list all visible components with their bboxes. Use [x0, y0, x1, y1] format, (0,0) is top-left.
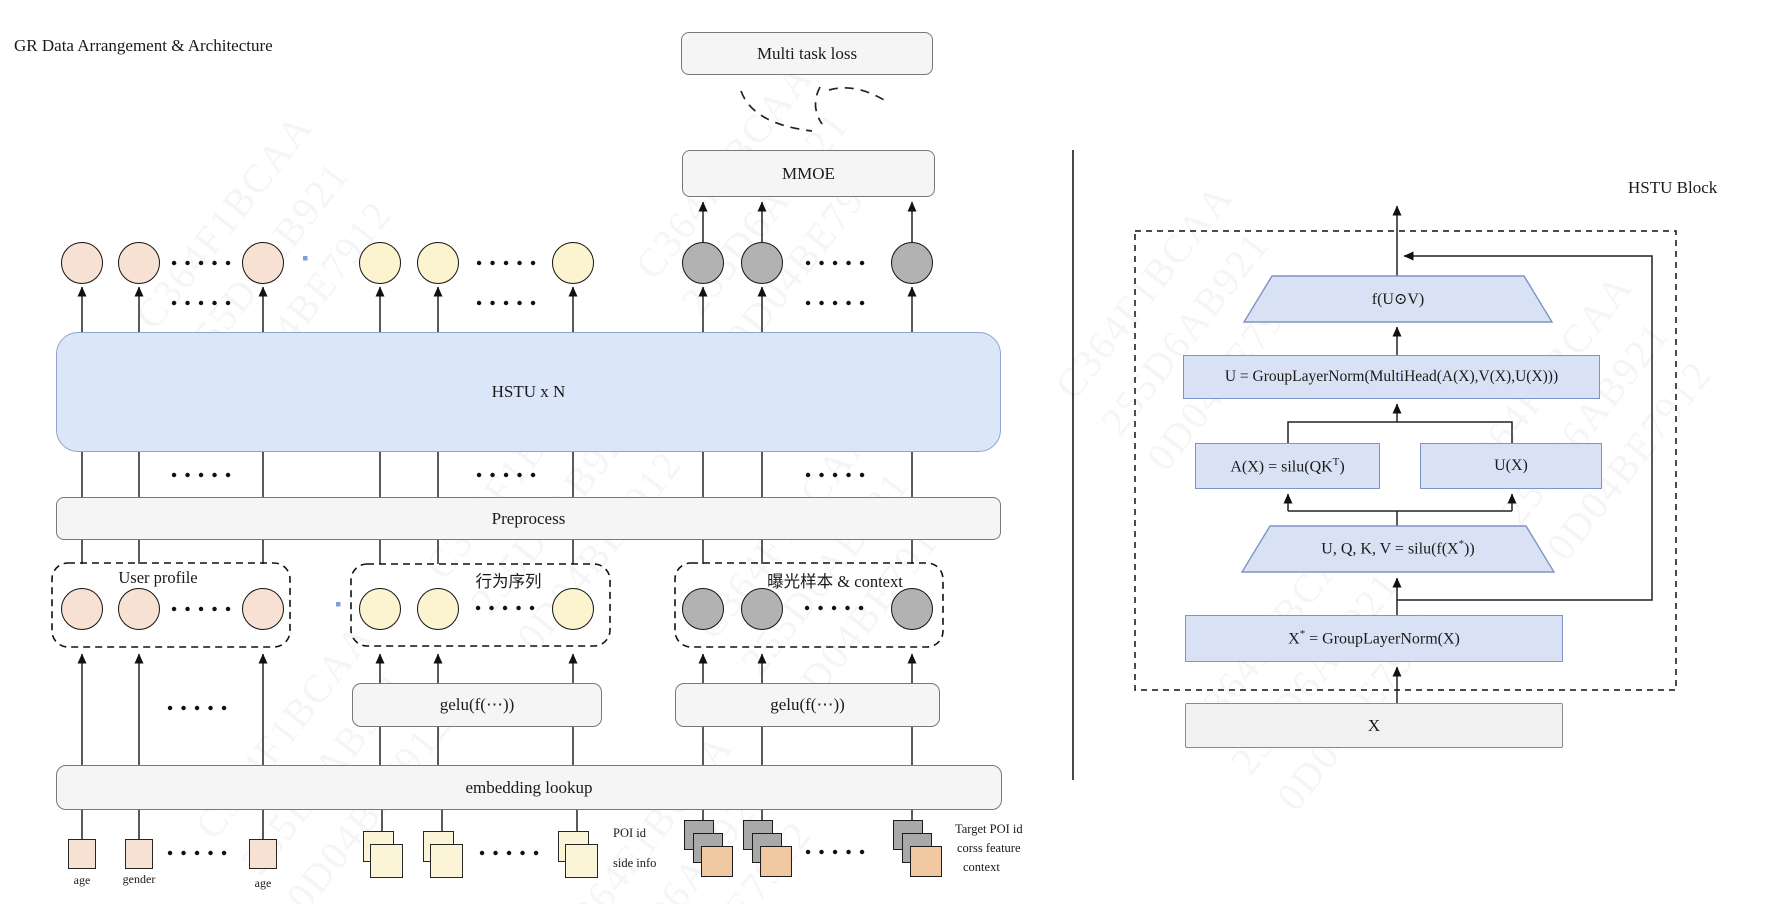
multi-task-loss-box: Multi task loss — [681, 32, 933, 75]
xstar-grouplayernorm-box: X* = GroupLayerNorm(X) — [1185, 615, 1563, 662]
mmoe-label: MMOE — [782, 163, 835, 183]
gelu-right-label: gelu(f(⋯)) — [770, 695, 845, 714]
ax-silu-label: A(X) = silu(QKT) — [1230, 455, 1345, 476]
input-stack-poi — [558, 831, 600, 879]
embedding-lookup-box: embedding lookup — [56, 765, 1002, 810]
input-square-gender — [125, 839, 153, 869]
input-label-corss-feature: corss feature — [957, 841, 1021, 855]
token-circle-yellow — [552, 242, 594, 284]
token-circle-peach — [61, 588, 103, 630]
gelu-box-right: gelu(f(⋯)) — [675, 683, 940, 727]
x-input-box: X — [1185, 703, 1563, 748]
token-circle-peach — [242, 588, 284, 630]
multi-task-loss-label: Multi task loss — [756, 43, 858, 63]
hstu-stack-box: HSTU x N — [56, 332, 1001, 452]
context-square — [910, 846, 942, 877]
token-circle-gray — [741, 588, 783, 630]
xstar-label: X* = GroupLayerNorm(X) — [1288, 628, 1460, 648]
side-info-square — [565, 844, 598, 878]
token-circle-yellow — [417, 242, 459, 284]
token-circle-gray — [741, 242, 783, 284]
page-title: GR Data Arrangement & Architecture — [14, 36, 273, 55]
preprocess-label: Preprocess — [491, 508, 566, 528]
token-circle-gray — [682, 242, 724, 284]
context-square — [701, 846, 733, 877]
input-label-side-info: side info — [613, 856, 657, 870]
token-circle-yellow — [552, 588, 594, 630]
input-label-age: age — [73, 873, 91, 887]
mmoe-box: MMOE — [682, 150, 935, 197]
input-stack-poi — [363, 831, 405, 879]
input-label-poi-id: POI id — [613, 826, 646, 840]
token-circle-peach — [61, 242, 103, 284]
group-label-behavior-sequence: 行为序列 — [475, 572, 542, 591]
u-grouplayernorm-box: U = GroupLayerNorm(MultiHead(A(X),V(X),U… — [1183, 355, 1600, 399]
f-uv-label: f(U⊙V) — [1371, 290, 1425, 308]
preprocess-box: Preprocess — [56, 497, 1001, 540]
embedding-lookup-label: embedding lookup — [465, 777, 593, 797]
token-circle-peach — [118, 588, 160, 630]
token-circle-yellow — [359, 242, 401, 284]
token-circle-gray — [891, 588, 933, 630]
token-circle-gray — [682, 588, 724, 630]
hstu-stack-label: HSTU x N — [491, 382, 566, 401]
gelu-left-label: gelu(f(⋯)) — [439, 695, 515, 714]
side-info-square — [430, 844, 463, 878]
input-square-age — [68, 839, 96, 869]
input-label-gender: gender — [122, 872, 156, 886]
ux-box: U(X) — [1420, 443, 1602, 489]
input-stack-target — [743, 820, 795, 880]
token-circle-yellow — [359, 588, 401, 630]
group-label-user-profile: User profile — [118, 568, 198, 587]
uqkv-silu-label: U, Q, K, V = silu(f(X*)) — [1321, 538, 1475, 558]
input-label-context: context — [963, 860, 1000, 874]
group-label-exposure-context: 曝光样本 & context — [767, 572, 903, 591]
token-circle-gray — [891, 242, 933, 284]
input-stack-target — [684, 820, 736, 880]
input-stack-target — [893, 820, 945, 880]
token-circle-yellow — [417, 588, 459, 630]
input-label-target-poi-id: Target POI id — [955, 822, 1023, 836]
token-circle-peach — [242, 242, 284, 284]
token-circle-peach — [118, 242, 160, 284]
input-square-age — [249, 839, 277, 869]
context-square — [760, 846, 792, 877]
input-stack-poi — [423, 831, 465, 879]
gelu-box-left: gelu(f(⋯)) — [352, 683, 602, 727]
ax-silu-box: A(X) = silu(QKT) — [1195, 443, 1380, 489]
hstu-block-title: HSTU Block — [1628, 178, 1718, 197]
side-info-square — [370, 844, 403, 878]
input-label-age: age — [254, 876, 272, 890]
